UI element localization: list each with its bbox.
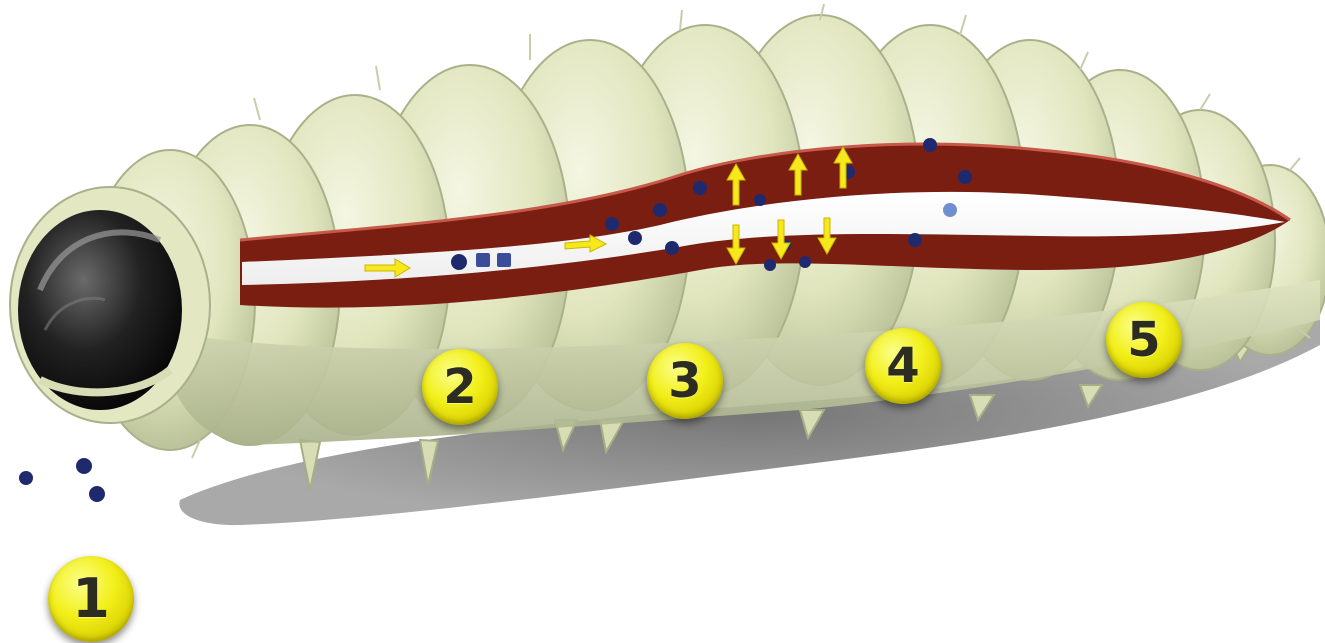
larva-head [10, 187, 210, 423]
stage-marker-4: 4 [865, 328, 941, 404]
stage-marker-3: 3 [647, 343, 723, 419]
stage-marker-1: 1 [48, 556, 134, 642]
stage-marker-2: 2 [422, 349, 498, 425]
stage-marker-5: 5 [1106, 302, 1182, 378]
